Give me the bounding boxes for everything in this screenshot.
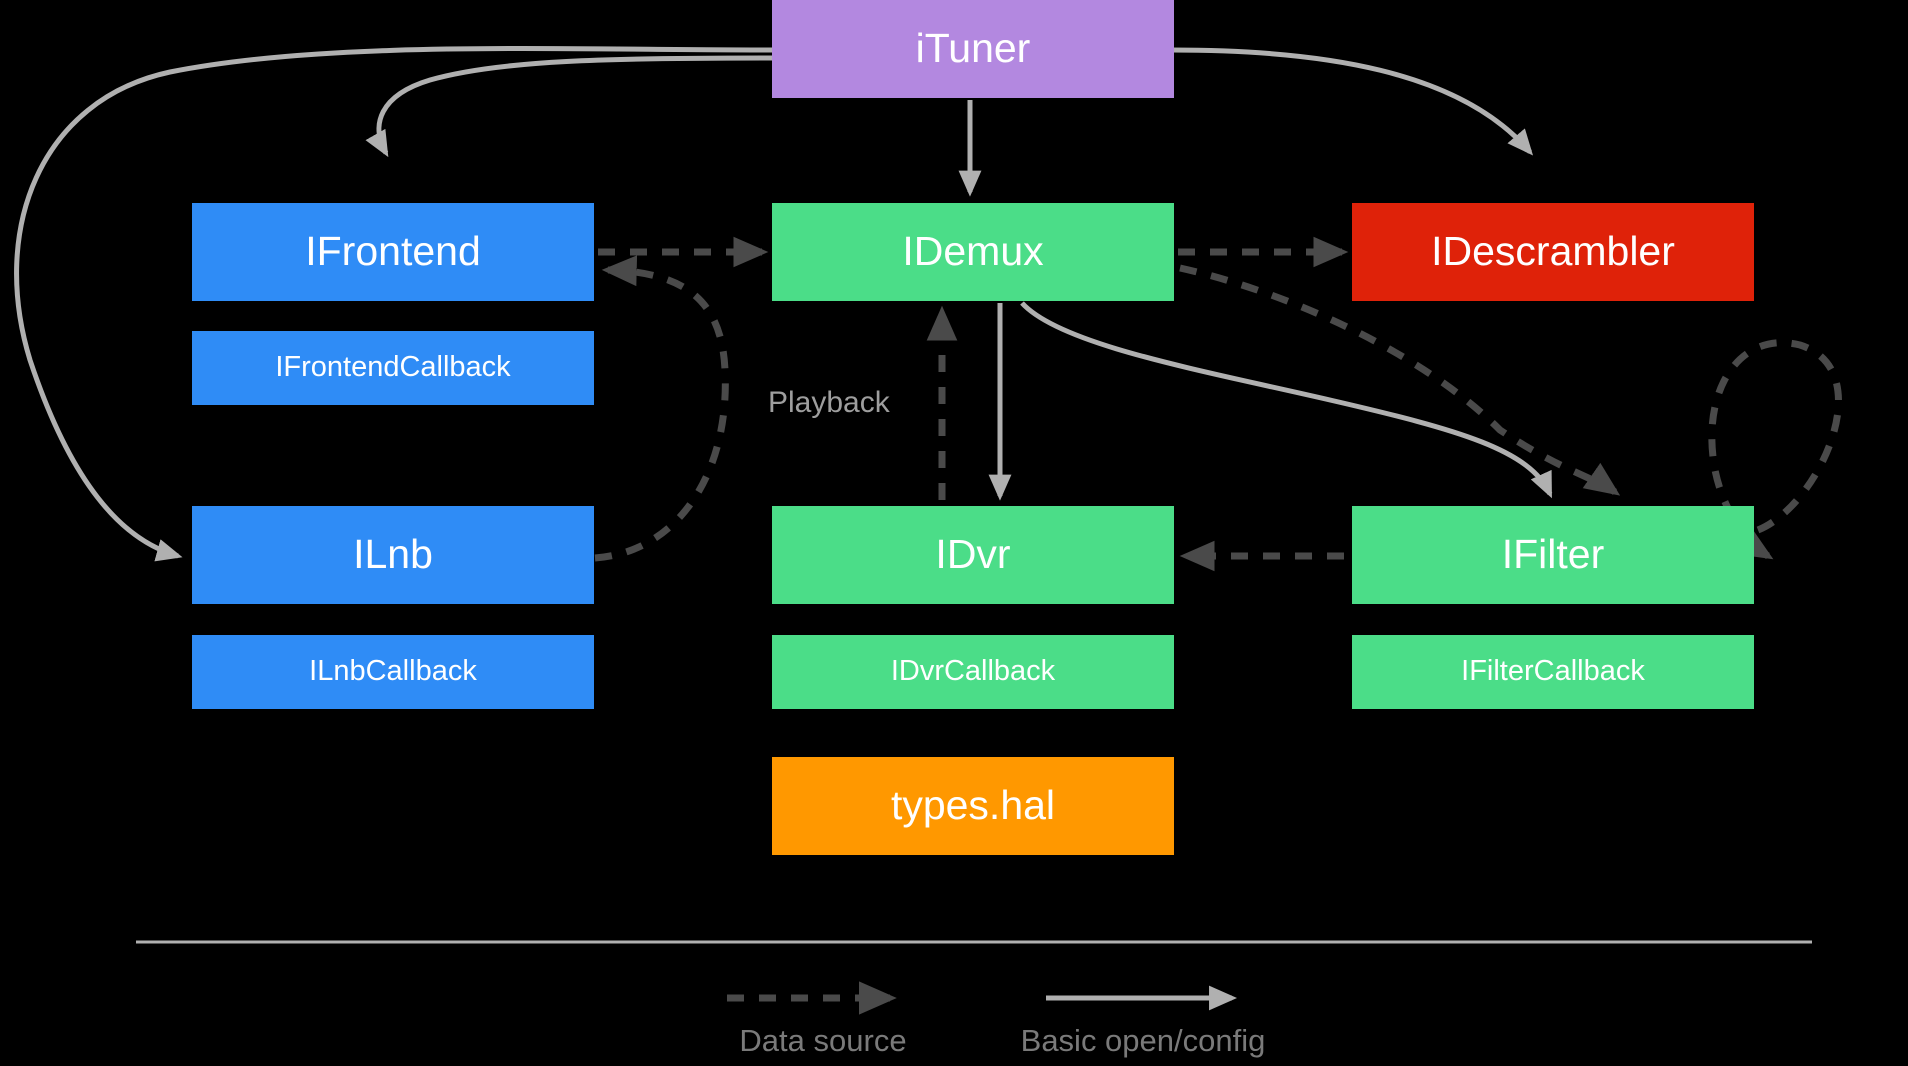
node-idvr[interactable]: IDvr (772, 506, 1174, 604)
node-ilnbcallback-label: ILnbCallback (309, 655, 477, 688)
solid-edges (14, 46, 1553, 562)
edge-ituner-to-ifrontend (365, 55, 773, 158)
node-ifilter-label: IFilter (1501, 531, 1605, 578)
node-ifrontendcallback[interactable]: IFrontendCallback (192, 331, 594, 405)
legend-label-data-source: Data source (739, 1023, 907, 1058)
edge-ituner-to-ilnb (14, 46, 773, 562)
node-ituner[interactable]: iTuner (772, 0, 1174, 98)
node-ifiltercallback-label: IFilterCallback (1461, 655, 1645, 688)
node-ifiltercallback[interactable]: IFilterCallback (1352, 635, 1754, 709)
node-typeshal-label: types.hal (890, 782, 1056, 829)
node-typeshal[interactable]: types.hal (772, 757, 1174, 855)
node-ifilter[interactable]: IFilter (1352, 506, 1754, 604)
legend-label-basic-config: Basic open/config (1020, 1023, 1266, 1058)
node-idescrambler-label: IDescrambler (1431, 228, 1675, 275)
edge-label-playback: Playback (768, 386, 890, 419)
edge-ituner-to-idescrambler (1171, 47, 1534, 156)
node-idemux[interactable]: IDemux (772, 203, 1174, 301)
node-ilnbcallback[interactable]: ILnbCallback (192, 635, 594, 709)
node-ilnb[interactable]: ILnb (192, 506, 594, 604)
node-ifrontend[interactable]: IFrontend (192, 203, 594, 301)
edge-ilnb-to-ifrontend (594, 255, 729, 562)
node-idvrcallback-label: IDvrCallback (890, 655, 1056, 688)
edge-idemux-to-ifilter (1020, 301, 1553, 499)
node-idemux-label: IDemux (902, 228, 1044, 275)
node-ifrontendcallback-label: IFrontendCallback (275, 351, 511, 384)
edge-idemux-to-ifilter-dashed (1179, 264, 1621, 496)
node-idvrcallback[interactable]: IDvrCallback (772, 635, 1174, 709)
node-ifrontend-label: IFrontend (305, 228, 481, 275)
node-ilnb-label: ILnb (353, 531, 433, 578)
node-idvr-label: IDvr (935, 531, 1011, 578)
node-idescrambler[interactable]: IDescrambler (1352, 203, 1754, 301)
node-ituner-label: iTuner (915, 25, 1031, 72)
